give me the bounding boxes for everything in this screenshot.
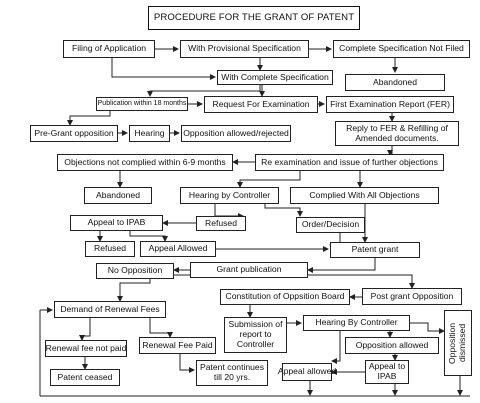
constitution-board-box: Constitution of Oppsition Board — [220, 289, 350, 305]
arrow-hearing-to-dismissed — [410, 322, 445, 334]
fer-box: First Examination Report (FER) — [326, 96, 454, 113]
arrow-appeal-to-allowed — [129, 231, 168, 242]
opposition-allowed-box: Opposition allowed — [345, 337, 439, 354]
abandoned-box-1: Abandoned — [345, 74, 445, 91]
hearing-by-controller-box: Hearing By Controller — [303, 315, 410, 331]
appeal-ipab-box-2: Appeal to IPAB — [365, 360, 409, 384]
arrow-hearing-to-appeal-allowed — [331, 331, 341, 364]
post-grant-box: Post grant Opposition — [362, 288, 462, 305]
patent-ceased-box: Patent ceased — [50, 369, 120, 386]
pre-grant-box: Pre-Grant opposition — [30, 125, 118, 142]
refused-box-1: Refused — [196, 216, 246, 231]
publication-box: Publication within 18 months — [96, 97, 188, 111]
request-exam-box: Request For Examination — [204, 96, 318, 113]
appeal-ipab-box-1: Appeal to IPAB — [70, 215, 163, 231]
objections-not-complied-box: Objections not complied within 6-9 month… — [57, 154, 233, 171]
arrow-publication-to-post-grant — [308, 274, 415, 289]
arrow-complete-to-publication — [147, 85, 261, 97]
page-title: PROCEDURE FOR THE GRANT OF PATENT — [148, 6, 360, 30]
renewal-not-paid-box: Renewal fee not paid — [45, 340, 127, 357]
grant-publication-box: Grant publication — [190, 262, 308, 278]
arrow-reexam-to-hearing — [237, 171, 301, 188]
abandoned-box-2: Abandoned — [84, 187, 152, 204]
appeal-allowed-box-2: Appeal allowed — [278, 363, 336, 381]
arrow-publication-to-pre-grant — [67, 110, 111, 126]
hearing-box-1: Hearing — [129, 125, 170, 142]
refused-box-2: Refused — [85, 241, 135, 257]
provisional-box: With Provisional Specification — [180, 40, 309, 58]
order-decision-box: Order/Decision — [296, 217, 365, 233]
submission-report-box: Submission of report to Controller — [224, 317, 287, 353]
hearing-controller-box: Hearing by Controller — [180, 187, 279, 204]
arrow-paid-to-continues — [179, 354, 195, 373]
with-complete-box: With Complete Specification — [217, 70, 333, 85]
patent-grant-box: Patent grant — [330, 242, 420, 258]
opposition-dismissed-box: Opposition dismissed — [444, 310, 472, 376]
opp-allowed-rejected-box: Opposition allowed/rejected — [181, 125, 291, 142]
filing-box: Filing of Application — [63, 40, 155, 58]
patent-continues-box: Patent continues till 20 yrs. — [196, 360, 268, 386]
arrow-renewal-to-paid — [149, 318, 173, 338]
arrow-hearing-to-order — [264, 204, 303, 217]
arrow-hearing-to-refused — [214, 204, 244, 219]
no-opposition-box: No Opposition — [96, 263, 174, 279]
complete-not-filed-box: Complete Specification Not Filed — [333, 40, 470, 58]
arrow-renewal-to-not-paid — [79, 318, 91, 341]
complied-all-box: Complied With All Objections — [290, 187, 439, 204]
appeal-allowed-box-1: Appeal Allowed — [140, 241, 216, 257]
renewal-paid-box: Renewal Fee Paid — [139, 337, 216, 354]
arrow-grant-to-publication — [307, 257, 376, 273]
demand-renewal-box: Demand of Renewal Fees — [54, 301, 166, 318]
reply-fer-box: Reply to FER & Refilling of Amended docu… — [335, 121, 459, 146]
arrow-filing-to-complete — [111, 58, 216, 80]
re-exam-box: Re examination and issue of further obje… — [255, 154, 444, 171]
